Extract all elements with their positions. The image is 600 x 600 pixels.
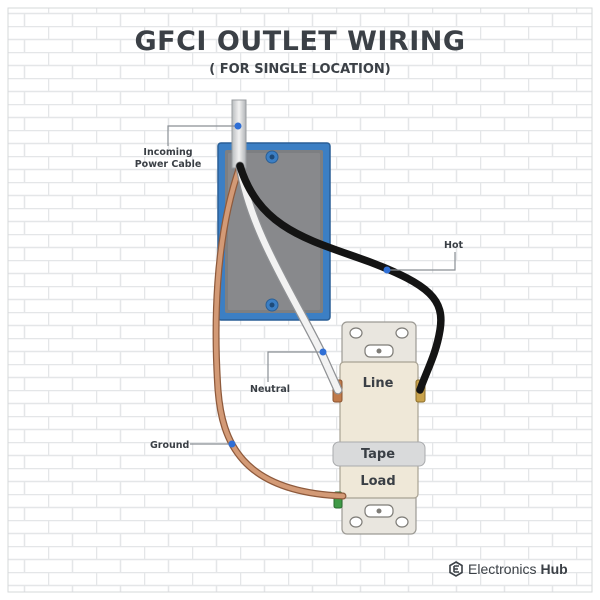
frame-border [7, 7, 593, 593]
callout-dot-neutral [319, 348, 327, 356]
label-ground: Ground [150, 440, 190, 451]
callout-line-neutral [267, 351, 323, 382]
label-hot: Hot [444, 240, 464, 251]
callout-dot-cable [234, 122, 242, 130]
diagram-title: GFCI OUTLET WIRING [134, 26, 466, 57]
label-neutral: Neutral [250, 384, 291, 395]
electronics-hub-logo-icon [449, 561, 463, 577]
incoming-cable [231, 99, 247, 169]
callout-dot-ground [228, 440, 236, 448]
ground-wire [213, 163, 346, 499]
outlet-label-tape: Tape [360, 447, 396, 462]
callout-dots [228, 122, 391, 448]
neutral-wire [236, 162, 342, 394]
hot-wire [236, 162, 445, 394]
callout-line-hot [387, 252, 456, 271]
callout-line-cable [167, 125, 238, 146]
outlet-label-line: Line [362, 376, 394, 391]
diagram-subtitle: ( FOR SINGLE LOCATION) [209, 62, 391, 77]
callout-dot-hot [383, 266, 391, 274]
callout-lines [167, 125, 456, 445]
label-incoming-power-cable: Incoming Power Cable [134, 147, 202, 170]
brand-name-hub: Hub [540, 561, 568, 577]
brand-name-electronics: Electronics [468, 561, 537, 577]
outlet-label-load: Load [360, 474, 396, 489]
junction-box [217, 142, 331, 321]
gfci-outlet [332, 321, 426, 535]
brand-logo: Electronics Hub [448, 561, 568, 577]
